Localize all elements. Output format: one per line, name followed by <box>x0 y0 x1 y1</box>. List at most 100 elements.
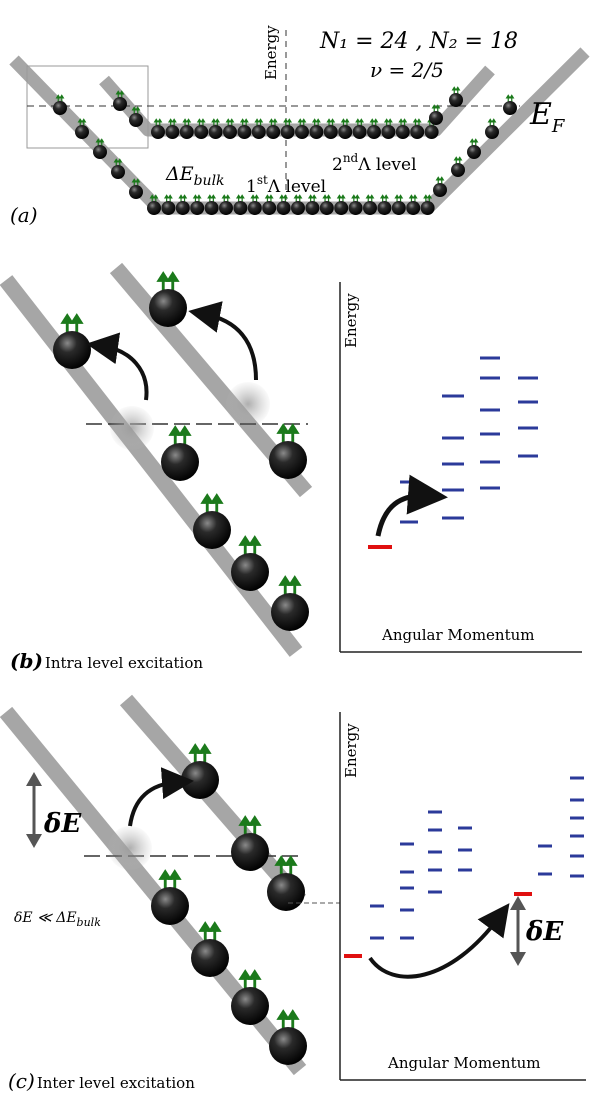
electron <box>53 313 91 369</box>
energy-label-c: Energy <box>342 723 360 778</box>
electron-ball <box>251 125 266 139</box>
spin-up-arrow <box>268 118 275 126</box>
spin-up-arrow <box>210 194 217 202</box>
electron-ball <box>352 125 367 139</box>
panel-b-label: (b)Intra level excitation <box>10 649 203 673</box>
electron-ball <box>193 511 231 549</box>
electron-ball <box>391 201 406 215</box>
spin-up-arrow <box>247 815 262 835</box>
spin-up-arrow <box>505 94 511 102</box>
spin-up-arrow <box>156 271 171 291</box>
spin-up-arrow <box>59 94 65 102</box>
spin-up-arrow <box>297 194 303 202</box>
electron <box>377 194 392 215</box>
electron <box>295 118 309 139</box>
electron-ball <box>433 183 447 197</box>
spin-up-arrow <box>168 425 183 445</box>
electron-ball <box>269 441 307 479</box>
spin-up-arrow <box>408 194 415 202</box>
electron <box>231 815 269 871</box>
electron <box>503 94 517 115</box>
spin-up-arrow <box>196 194 202 202</box>
spin-up-arrow <box>253 194 260 202</box>
electron-ball <box>247 201 262 215</box>
spin-up-arrow <box>283 118 289 126</box>
spin-up-arrow <box>383 118 390 126</box>
ef-label: EF <box>529 97 566 137</box>
electron-ball <box>338 125 353 139</box>
spin-up-arrow <box>322 194 328 202</box>
excitation-arrow <box>86 332 149 401</box>
spin-up-arrow <box>315 118 321 126</box>
electron <box>93 138 107 159</box>
spin-up-arrow <box>383 194 389 202</box>
electron <box>381 118 396 139</box>
spin-up-arrow <box>311 194 317 202</box>
electron-ball <box>151 125 165 139</box>
spin-up-arrow <box>229 118 235 126</box>
electron-ball <box>165 125 180 139</box>
electron <box>151 118 165 139</box>
electron-ball <box>271 593 309 631</box>
spin-up-arrow <box>158 869 173 889</box>
band-c-right <box>119 694 307 906</box>
spin-up-arrow <box>274 855 289 875</box>
electron <box>433 176 447 197</box>
spin-up-arrow <box>207 921 222 941</box>
spin-up-arrow <box>416 118 422 126</box>
electron <box>204 194 219 215</box>
spin-up-arrow <box>272 118 278 126</box>
spin-up-arrow <box>221 194 227 202</box>
electron <box>309 118 324 139</box>
electron <box>237 118 252 139</box>
spin-up-arrow <box>247 535 262 555</box>
electron <box>129 106 143 127</box>
electrons-a <box>53 86 517 215</box>
spin-up-arrow <box>276 423 291 443</box>
electron <box>485 118 499 139</box>
electron-ball <box>231 833 269 871</box>
electron <box>266 118 281 139</box>
electron <box>151 869 189 925</box>
electron-ball <box>485 125 499 139</box>
spin-up-arrow <box>163 194 170 202</box>
electron-ball <box>223 125 237 139</box>
electron-ball <box>377 201 392 215</box>
spin-up-arrow <box>167 869 182 889</box>
spin-up-arrow <box>355 118 361 126</box>
electron-ball <box>129 113 143 127</box>
x-axis-label-c: Angular Momentum <box>387 1054 541 1072</box>
spin-up-arrow <box>81 118 87 126</box>
electron <box>391 194 406 215</box>
electron <box>191 921 229 977</box>
spin-up-arrow <box>457 156 463 164</box>
spin-up-arrow <box>311 118 318 126</box>
electron-ball <box>113 97 127 111</box>
electron-ball <box>161 201 176 215</box>
nu-label: ν = 2/5 <box>370 58 444 82</box>
spin-up-arrow <box>379 194 386 202</box>
electron-ball <box>147 201 161 215</box>
electron <box>161 194 176 215</box>
spin-up-arrow <box>435 104 441 112</box>
spin-up-arrow <box>340 194 346 202</box>
electron-ball <box>424 125 439 139</box>
electron-ball <box>190 201 205 215</box>
spin-up-arrow <box>369 118 375 126</box>
delta-e-arrow-right-head <box>510 896 526 966</box>
spin-up-arrow <box>453 156 459 164</box>
electron <box>247 194 262 215</box>
spin-up-arrow <box>455 86 461 94</box>
spin-up-arrow <box>394 194 400 202</box>
electron <box>175 194 190 215</box>
spin-up-arrow <box>387 118 393 126</box>
electron-ball <box>348 201 363 215</box>
electron <box>363 194 377 215</box>
spin-up-arrow <box>211 118 217 126</box>
spin-up-arrow <box>207 194 213 202</box>
spin-up-arrow <box>131 178 137 186</box>
electron-ball <box>53 101 67 115</box>
spin-up-arrow <box>250 194 256 202</box>
spin-up-arrow <box>285 423 300 443</box>
spin-up-arrow <box>435 176 441 184</box>
